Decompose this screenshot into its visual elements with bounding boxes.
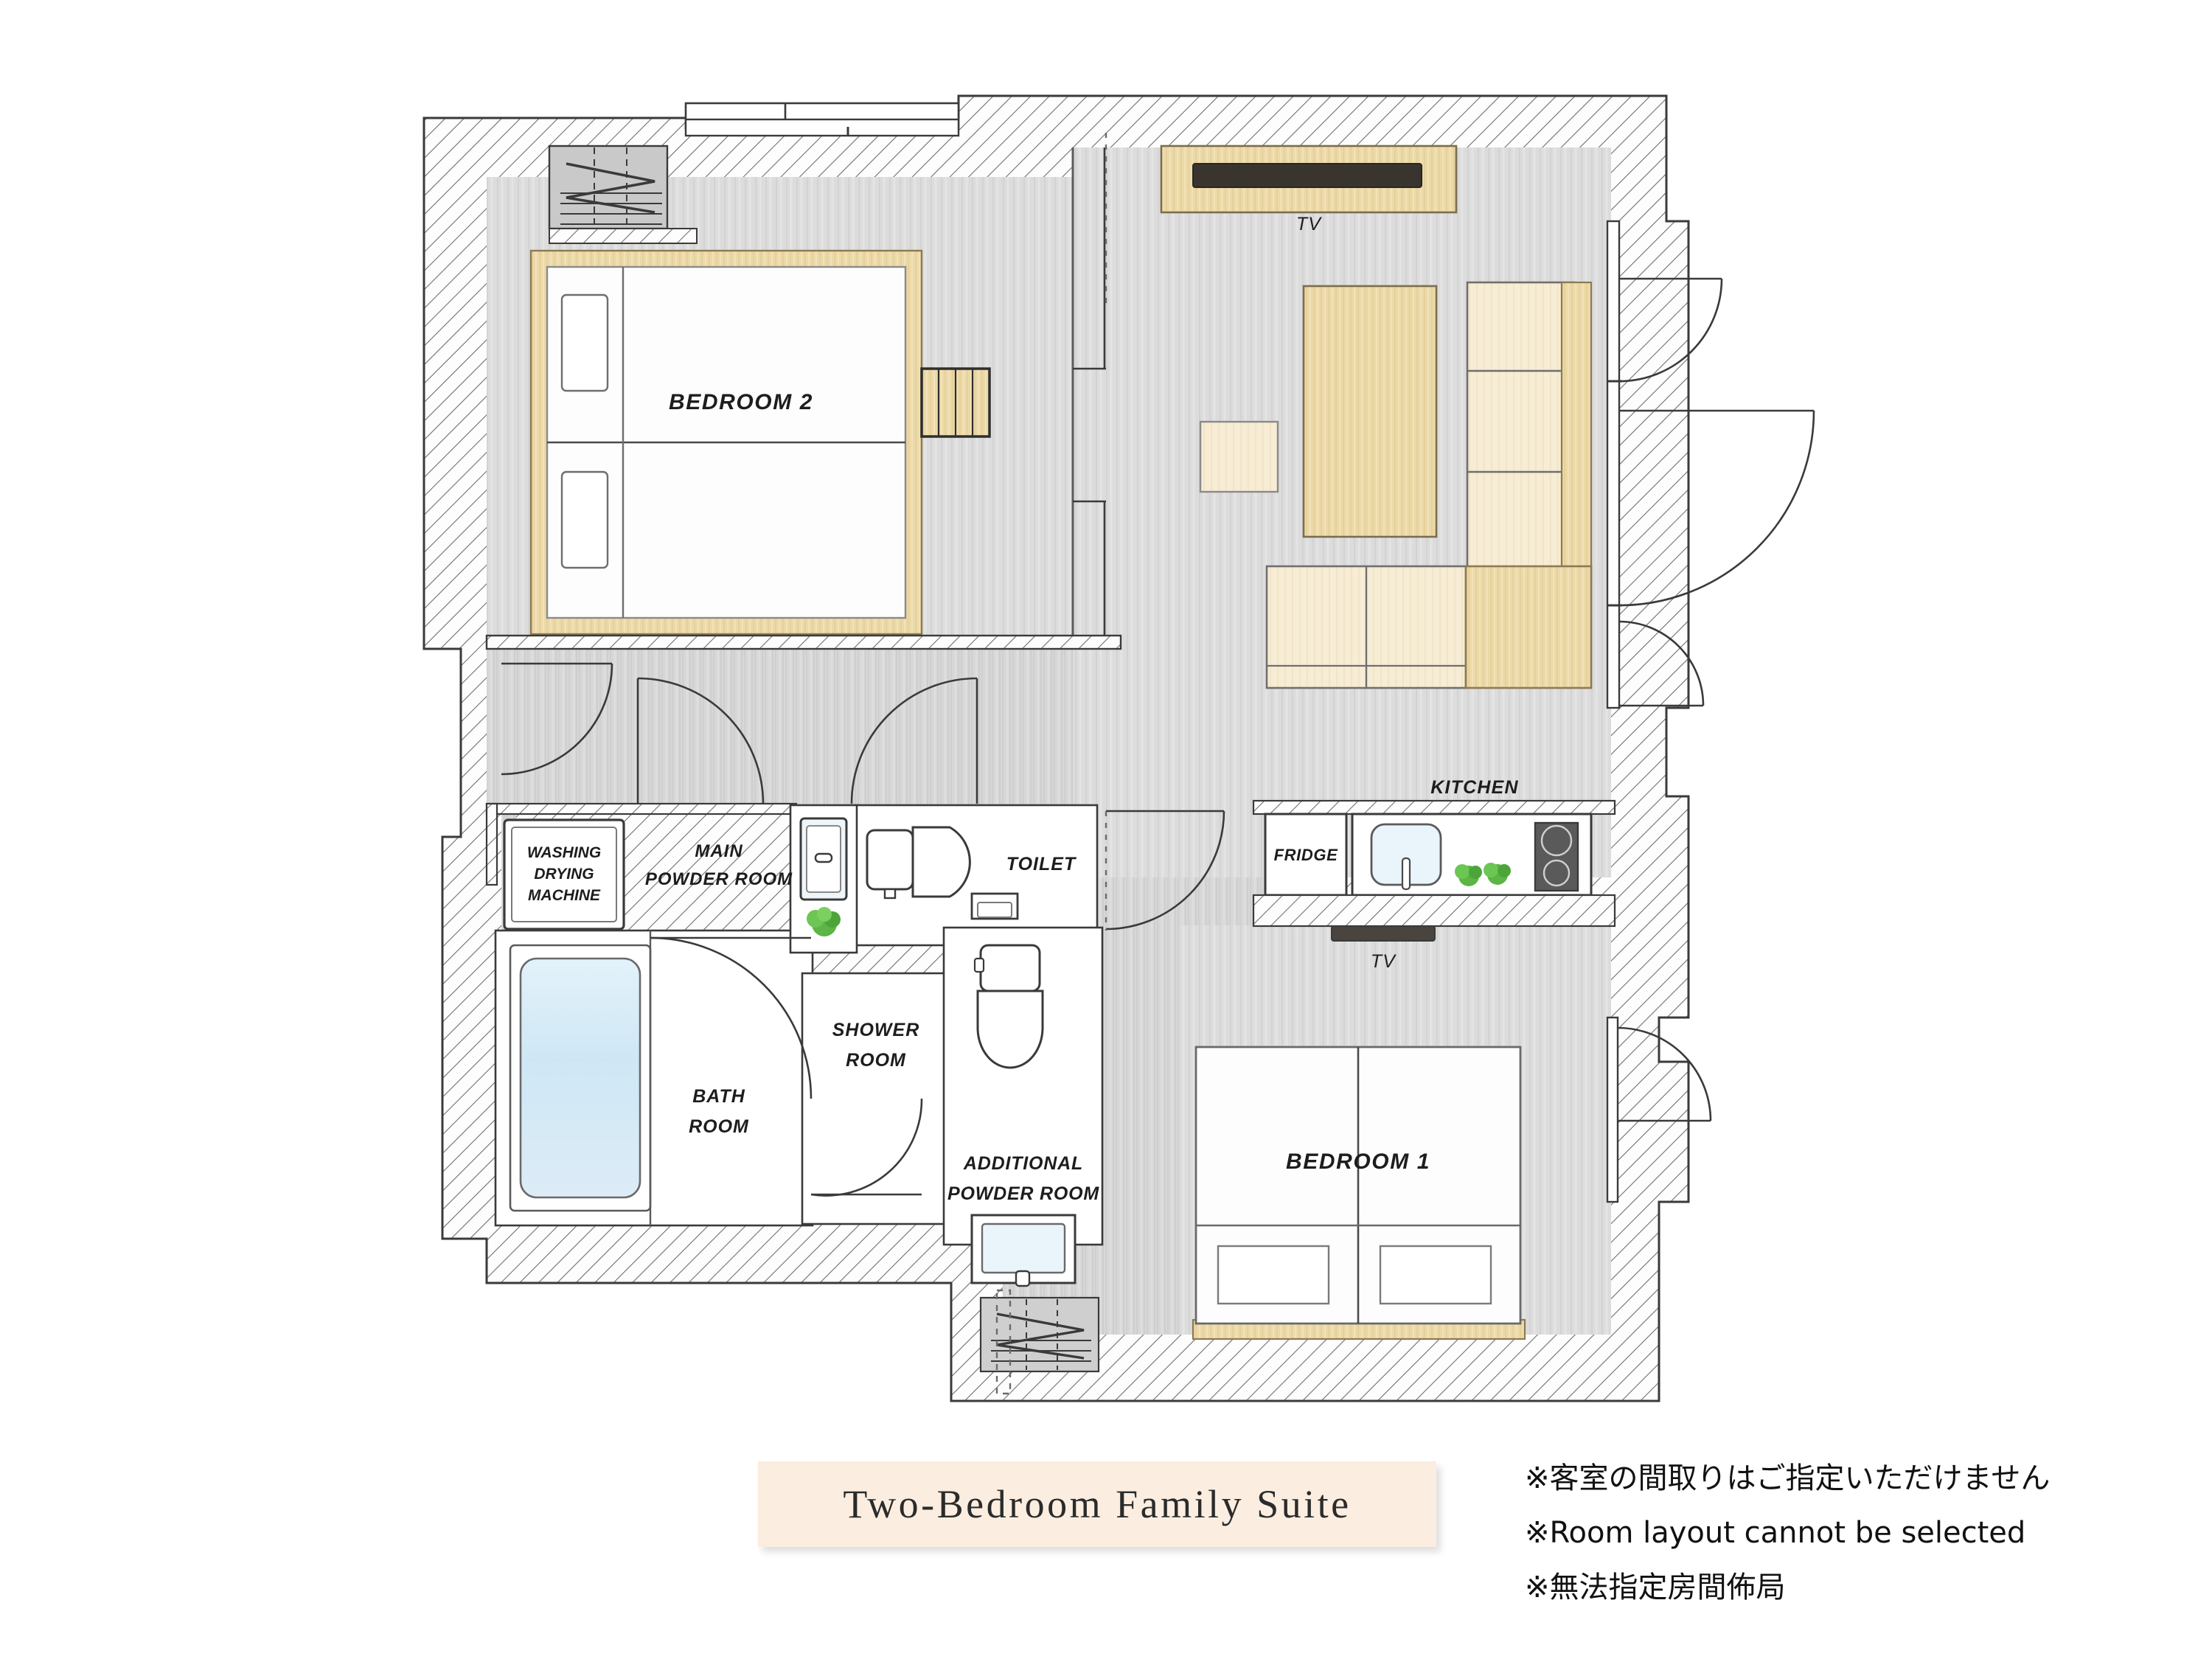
bedroom2-window-band [684, 102, 960, 137]
label-kitchen: KITCHEN [1430, 777, 1519, 798]
main-powder-room: MAIN POWDER ROOM [645, 817, 848, 936]
label-shower-room-1: SHOWER [832, 1020, 920, 1040]
note-chinese: ※無法指定房間佈局 [1525, 1571, 1786, 1604]
label-additional-powder-room-1: ADDITIONAL [963, 1153, 1083, 1174]
bedroom2-partition [485, 133, 1122, 650]
label-additional-powder-room-2: POWDER ROOM [947, 1183, 1099, 1204]
label-main-powder-room-1: MAIN [695, 841, 742, 861]
bedroom-2: BEDROOM 2 [529, 249, 991, 636]
room-label-bedroom-1: BEDROOM 1 [1286, 1150, 1430, 1174]
washing-drying-machine: WASHING DRYING MACHINE [503, 818, 625, 931]
shower-room: SHOWER ROOM [810, 1020, 923, 1197]
balcony-doors [1606, 220, 1815, 709]
label-bath-room-1: BATH [692, 1086, 745, 1107]
bedroom1-balcony-door [1606, 1016, 1712, 1203]
tv-label-bedroom: TV [1371, 951, 1397, 972]
kitchen: FRIDGE KITCHEN [1252, 777, 1616, 928]
plant-icon-kitchen-2 [1484, 863, 1511, 885]
corridor-doors [501, 662, 1225, 931]
closet-shelving-bottom [979, 1296, 1100, 1373]
additional-powder-room: ADDITIONAL POWDER ROOM [947, 944, 1099, 1287]
label-shower-room-2: ROOM [846, 1050, 906, 1071]
label-washing-machine-2: DRYING [534, 866, 594, 883]
label-fridge: FRIDGE [1274, 846, 1338, 864]
bath-room: BATH ROOM [509, 931, 813, 1225]
suite-title-banner: Two-Bedroom Family Suite [758, 1461, 1436, 1547]
closet-shelving-top-left [548, 145, 698, 244]
plant-icon-powder-room [807, 907, 841, 936]
label-washing-machine-3: MACHINE [528, 887, 601, 904]
tv-label-living: TV [1296, 214, 1322, 234]
label-main-powder-room-2: POWDER ROOM [645, 869, 793, 889]
bedroom-1: BEDROOM 1 [1192, 1046, 1526, 1340]
toilet-room: TOILET [866, 826, 1077, 920]
closet-shelving-bottom-corridor [995, 1289, 1012, 1395]
label-bath-room-2: ROOM [689, 1116, 749, 1137]
label-washing-machine-1: WASHING [527, 844, 601, 861]
room-label-bedroom-2: BEDROOM 2 [669, 390, 813, 414]
bedroom1-tv: TV [1331, 925, 1436, 972]
label-toilet: TOILET [1006, 854, 1077, 874]
living-tv-console: TV [1160, 145, 1458, 234]
plant-icon-kitchen-1 [1455, 864, 1482, 886]
note-english: ※Room layout cannot be selected [1525, 1516, 2026, 1550]
disclaimer-notes: ※客室の間取りはご指定いただけません ※Room layout cannot b… [1525, 1464, 2188, 1602]
note-japanese: ※客室の間取りはご指定いただけません [1525, 1461, 2051, 1495]
living-furniture [1199, 281, 1593, 689]
suite-title-text: Two-Bedroom Family Suite [843, 1482, 1352, 1526]
